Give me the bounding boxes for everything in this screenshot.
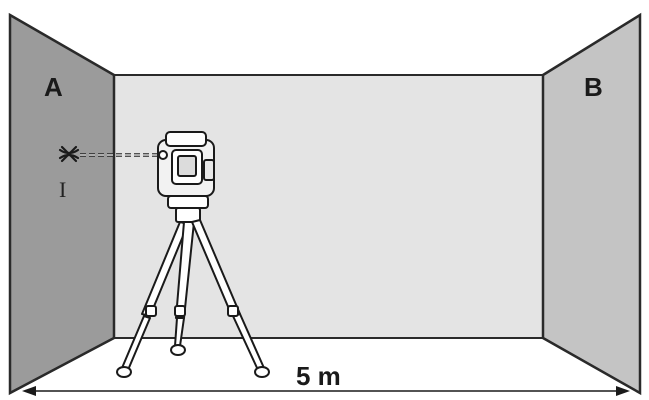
cross-line-laser-icon xyxy=(157,131,215,197)
wall-b-label: B xyxy=(584,72,603,102)
tripod-icon xyxy=(116,195,270,378)
mark-label: I xyxy=(59,177,66,202)
distance-label: 5 m xyxy=(296,361,341,391)
distance-dimension-line xyxy=(22,386,630,396)
laser-cross-mark-icon xyxy=(58,145,80,163)
floor xyxy=(9,337,641,394)
arrowhead-left-icon xyxy=(22,386,36,396)
arrowhead-right-icon xyxy=(616,386,630,396)
wall-a-label: A xyxy=(44,72,63,102)
